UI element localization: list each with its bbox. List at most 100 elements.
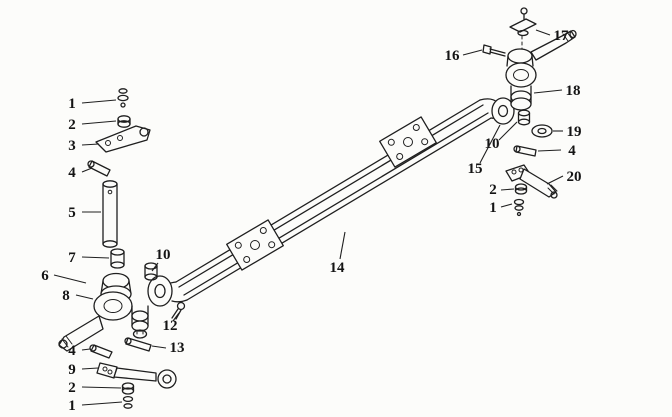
part-bushing-right: [517, 109, 531, 126]
leader-line: [81, 256, 110, 259]
beam-right-eye: [491, 97, 515, 125]
part-callout-1-0: 1: [68, 96, 117, 112]
part-washers-bottom-left: [122, 395, 134, 409]
part-number-label: 1: [68, 398, 76, 414]
spring-pad-right: [379, 116, 437, 168]
part-number-label: 2: [489, 182, 497, 198]
leader-line: [462, 49, 483, 56]
beam-left-eye: [147, 275, 173, 307]
leader-line: [500, 188, 515, 191]
part-callout-4-3: 4: [68, 165, 93, 181]
part-number-label: 6: [41, 268, 49, 284]
part-callout-13-10: 13: [151, 340, 185, 356]
part-number-label: 12: [163, 318, 178, 334]
leader-line: [533, 89, 563, 94]
part-number-label: 8: [62, 288, 70, 304]
leader-line: [151, 345, 167, 349]
part-callout-18-18: 18: [533, 83, 581, 99]
part-number-label: 14: [330, 260, 346, 276]
part-callout-2-24: 2: [489, 182, 515, 198]
part-top-stack-right: [509, 7, 537, 50]
part-tie-rod-arm-left: [96, 362, 177, 389]
part-number-label: 20: [567, 169, 582, 185]
leader-line: [151, 262, 159, 272]
leader-line: [546, 175, 564, 185]
part-washers-top-left: [117, 88, 129, 108]
part-nut-top-left: [117, 115, 131, 128]
part-callout-2-1: 2: [68, 117, 117, 133]
part-draw-key-right: [513, 145, 537, 157]
part-bushing-upper-left: [110, 248, 125, 269]
part-callout-4-21: 4: [537, 143, 576, 159]
part-number-label: 16: [445, 48, 461, 64]
part-number-label: 3: [68, 138, 76, 154]
right-knuckle-assembly: [482, 7, 577, 217]
part-number-label: 7: [68, 250, 76, 266]
part-nut-right: [514, 183, 528, 195]
part-number-label: 1: [68, 96, 76, 112]
part-number-label: 4: [568, 143, 576, 159]
leader-line: [498, 121, 518, 141]
part-knuckle-left: [58, 272, 149, 352]
leader-line: [339, 231, 346, 260]
part-callout-5-4: 5: [68, 205, 101, 221]
part-callout-10-8: 10: [151, 247, 171, 272]
part-number-label: 13: [170, 340, 185, 356]
part-callout-1-14: 1: [68, 398, 123, 414]
part-number-label: 10: [156, 247, 171, 263]
part-washers-right: [513, 198, 525, 217]
part-number-label: 1: [489, 200, 497, 216]
part-draw-key-lower-left: [89, 344, 113, 359]
leader-line: [81, 167, 93, 173]
part-lock-key-13: [124, 337, 152, 352]
part-callout-1-25: 1: [489, 200, 513, 216]
leader-line: [81, 143, 100, 146]
part-callout-8-7: 8: [62, 288, 94, 304]
leader-line: [53, 274, 87, 284]
part-bushing-beam-left: [144, 262, 158, 281]
part-callout-17-17: 17: [535, 28, 570, 44]
leader-line: [81, 348, 91, 351]
part-draw-key-upper-left: [87, 160, 111, 177]
part-callout-9-12: 9: [68, 362, 99, 378]
leader-line: [172, 312, 180, 322]
part-callout-12-9: 12: [163, 312, 180, 334]
part-callout-14-15: 14: [330, 231, 346, 276]
leader-line: [81, 386, 122, 389]
part-number-label: 4: [68, 165, 76, 181]
part-number-label: 2: [68, 380, 76, 396]
axle-beam: [147, 97, 515, 307]
part-number-label: 17: [554, 28, 570, 44]
part-number-label: 19: [567, 124, 582, 140]
part-callout-4-11: 4: [68, 343, 91, 359]
part-callout-15-22: 15: [468, 124, 501, 177]
leader-line: [535, 29, 551, 36]
leader-line: [81, 99, 117, 104]
part-callout-19-19: 19: [553, 124, 582, 140]
part-callout-7-5: 7: [68, 250, 110, 266]
leader-line: [81, 401, 123, 406]
part-nut-bottom-left: [121, 382, 135, 395]
left-knuckle-assembly: [58, 88, 186, 409]
part-number-label: 9: [68, 362, 76, 378]
part-callout-20-23: 20: [546, 169, 582, 185]
part-knuckle-right: [505, 29, 577, 111]
part-castle-nut-left: [132, 329, 148, 339]
part-number-label: 2: [68, 117, 76, 133]
part-kingpin-left: [102, 180, 118, 248]
part-number-label: 5: [68, 205, 76, 221]
leader-line: [500, 203, 513, 208]
part-number-label: 4: [68, 343, 76, 359]
part-steering-arm-right: [505, 164, 558, 199]
part-callout-16-16: 16: [445, 48, 483, 64]
part-callout-2-13: 2: [68, 380, 122, 396]
part-thrust-washer-right: [531, 124, 553, 138]
part-number-label: 15: [468, 161, 483, 177]
leader-line: [537, 149, 562, 152]
part-bolt-16: [482, 44, 506, 57]
part-callout-10-20: 10: [485, 121, 518, 152]
part-callout-3-2: 3: [68, 138, 100, 154]
